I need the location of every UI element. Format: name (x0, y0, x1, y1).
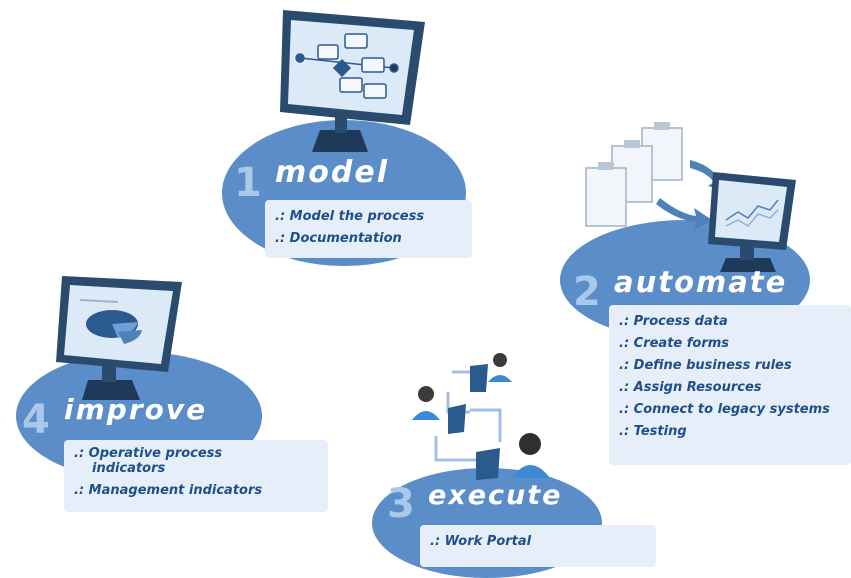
list-item: .: Assign Resources (619, 380, 762, 395)
execute-step-number: 3 (387, 481, 415, 527)
model-step-title: model (275, 155, 389, 190)
user-icon (488, 353, 512, 382)
chart-icon (725, 199, 779, 227)
list-item: .: Define business rules (619, 358, 792, 373)
improve-step-number: 4 (22, 397, 50, 443)
improve-items-box: .: Operative process indicators .: Manag… (64, 440, 328, 512)
list-item: .: Model the process (275, 209, 425, 224)
automate-step-title: automate (614, 265, 788, 299)
execute-step-title: execute (428, 480, 563, 511)
list-item: .: Operative process indicators (74, 446, 223, 476)
automate-items-box: .: Process data .: Create forms .: Defin… (609, 305, 851, 465)
list-item: .: Process data (619, 314, 728, 329)
flowchart-icon (295, 33, 399, 99)
pie-chart-icon (86, 310, 142, 344)
execute-items-box: .: Work Portal (420, 525, 656, 567)
list-item: .: Work Portal (430, 534, 532, 549)
automate-step-number: 2 (573, 269, 601, 315)
clipboard-icon (585, 122, 683, 227)
model-items-box: .: Model the process .: Documentation (265, 200, 472, 258)
list-item: .: Connect to legacy systems (619, 402, 830, 417)
list-item: .: Documentation (275, 231, 402, 246)
list-item: .: Testing (619, 424, 687, 439)
improve-step-title: improve (64, 393, 208, 426)
list-item: .: Create forms (619, 336, 730, 351)
list-item: .: Management indicators (74, 483, 263, 498)
model-step-number: 1 (234, 160, 262, 206)
user-icon (412, 386, 440, 420)
